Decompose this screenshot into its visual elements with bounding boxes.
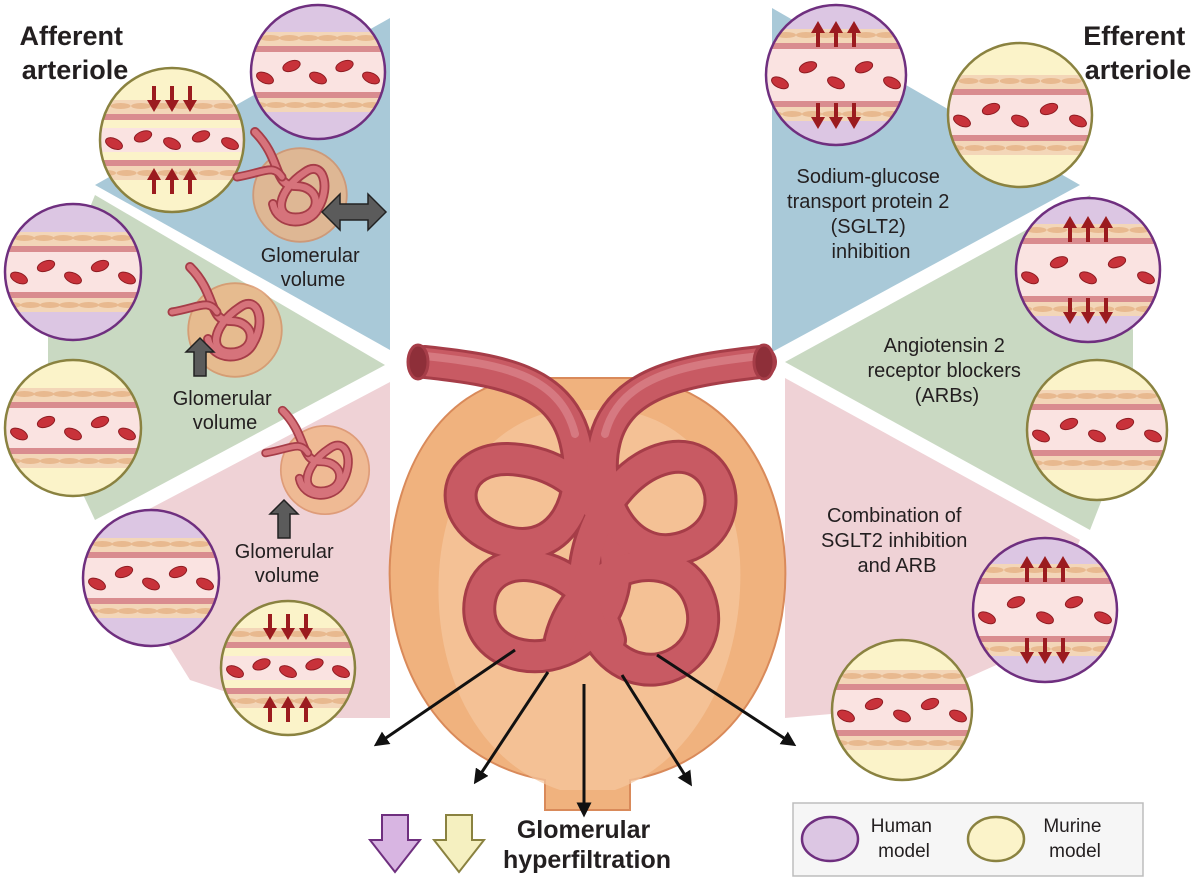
murine-model-vessel-section: [946, 41, 1094, 189]
murine-model-vessel-section: [3, 358, 143, 498]
murine-model-vessel-section: [219, 599, 357, 737]
glomerular-volume-label-3: Glomerular volume: [235, 541, 339, 587]
human-model-vessel-section: [81, 508, 221, 648]
efferent-vessel-opening: [752, 343, 776, 381]
human-model-vessel-section: [971, 536, 1119, 684]
legend: Human model Murine model: [792, 802, 1144, 877]
central-glomerulus: [388, 343, 787, 811]
combination-label: Combination of SGLT2 inhibition and ARB: [821, 505, 973, 577]
murine-model-vessel-section: [98, 66, 246, 214]
human-model-vessel-section: [1014, 196, 1162, 344]
human-model-vessel-section: [3, 202, 143, 342]
volume-up-arrow-icon: [268, 498, 300, 539]
constriction-arrows-icon: [147, 86, 197, 194]
filtration-arrow-2: [473, 671, 550, 785]
afferent-vessel-opening: [406, 343, 430, 381]
decrease-arrow-icon: [367, 814, 423, 874]
small-glomerulus: [232, 127, 348, 243]
human-model-swatch: [800, 815, 860, 863]
dilation-arrows-icon: [811, 21, 861, 129]
human-model-label: Human model: [871, 816, 938, 862]
human-model-vessel-section: [764, 3, 908, 147]
small-glomerulus: [261, 405, 371, 516]
glomerular-volume-label-1: Glomerular volume: [261, 245, 365, 291]
efferent-heading: Efferent arteriole: [1083, 21, 1193, 85]
filtration-arrows: [373, 648, 797, 818]
decrease-arrow-icon: [431, 814, 487, 874]
capillary-tuft: [408, 345, 777, 687]
dilation-arrows-icon: [1063, 216, 1113, 324]
arbs-label: Angiotensin 2 receptor blockers (ARBs): [868, 335, 1027, 407]
filtration-arrow-4: [620, 674, 692, 787]
hyperfiltration-label: Glomerular hyperfiltration: [503, 816, 671, 874]
filtration-arrow-5: [656, 653, 797, 747]
murine-model-vessel-section: [1025, 358, 1169, 502]
glomerular-volume-label-2: Glomerular volume: [173, 388, 277, 434]
human-model-vessel-section: [249, 3, 387, 141]
dilation-arrows-icon: [1020, 556, 1070, 664]
sglt2-label: Sodium-glucose transport protein 2 (SGLT…: [787, 166, 955, 263]
murine-model-vessel-section: [830, 638, 974, 782]
afferent-heading: Afferent arteriole: [19, 21, 130, 85]
murine-model-swatch: [966, 815, 1026, 863]
vessel-cross-sections: [3, 3, 1169, 782]
small-glomerulus: [167, 262, 283, 378]
volume-double-arrow-icon: [320, 192, 388, 232]
volume-up-arrow-icon: [184, 336, 216, 377]
small-glomeruli: [167, 127, 371, 516]
filtration-arrow-1: [373, 648, 516, 747]
constriction-arrows-icon: [263, 614, 313, 722]
murine-model-label: Murine model: [1043, 816, 1106, 862]
